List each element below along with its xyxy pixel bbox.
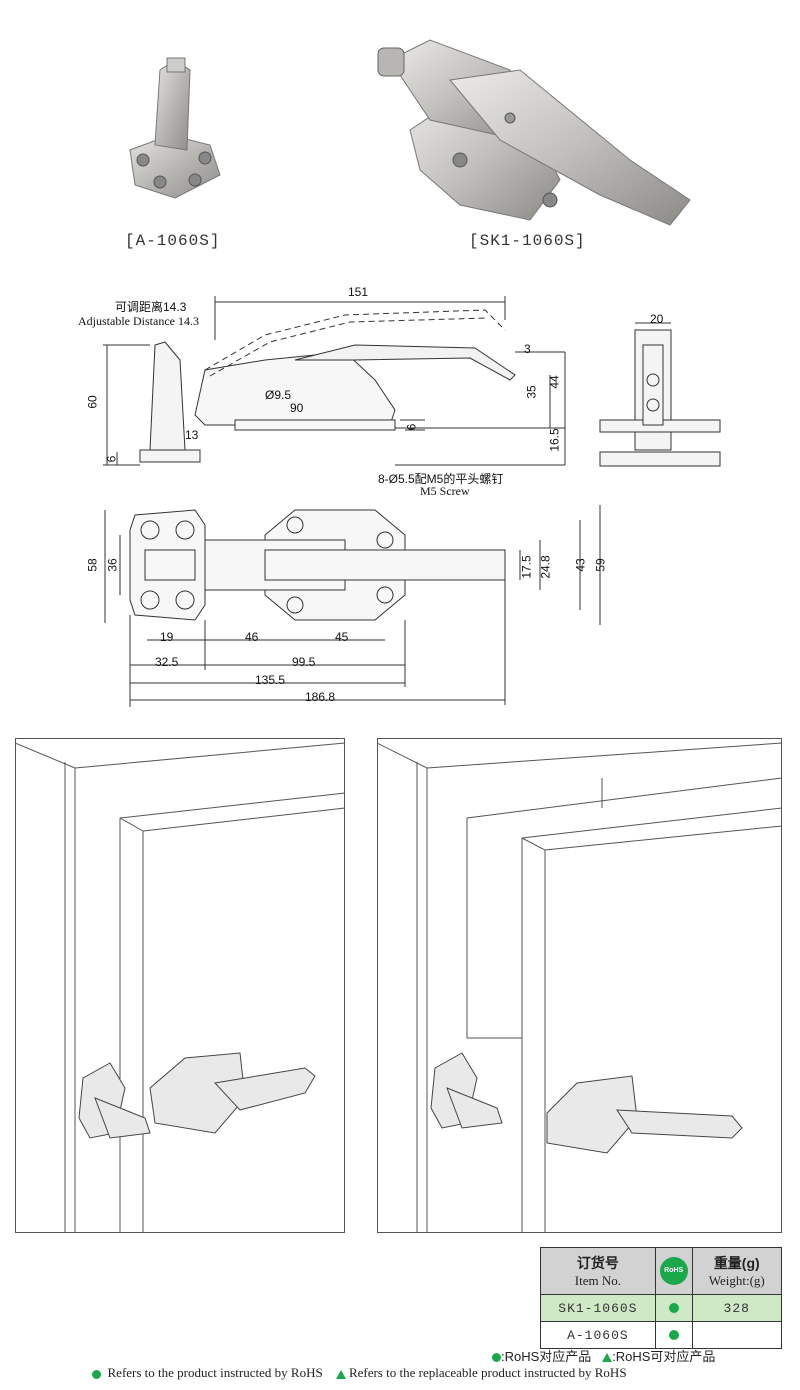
spec-table: 订货号 Item No. RoHS 重量(g) Weight:(g) SK1-1… xyxy=(540,1247,783,1349)
dim-24-8: 24.8 xyxy=(538,555,553,579)
dim-43: 43 xyxy=(573,558,588,572)
dim-99-5: 99.5 xyxy=(292,655,316,669)
dim-6-right: 6 xyxy=(404,423,419,431)
rohs-header: RoHS xyxy=(654,1247,693,1295)
dim-phi95: Ø9.5 xyxy=(265,388,292,402)
install-illustration-open xyxy=(377,738,782,1233)
product-photo-sk11060s xyxy=(377,39,691,226)
dim-13: 13 xyxy=(185,428,199,442)
dim-60: 60 xyxy=(85,395,100,409)
legend-triangle-icon xyxy=(335,1369,346,1379)
dim-59: 59 xyxy=(593,558,608,572)
top-view-drawing xyxy=(104,505,601,707)
dim-3: 3 xyxy=(524,342,531,356)
dim-19: 19 xyxy=(160,630,174,644)
product-label-a1060s: [A-1060S] xyxy=(125,232,221,250)
dim-6-bottom: 6 xyxy=(104,455,119,463)
legend-triangle-icon xyxy=(602,1353,613,1363)
weight-cell: 328 xyxy=(691,1294,783,1322)
dim-32-5: 32.5 xyxy=(155,655,179,669)
install-illustration-closed xyxy=(15,738,345,1233)
dim-44: 44 xyxy=(547,375,562,389)
item-no-cell: SK1-1060S xyxy=(540,1294,656,1322)
weight-header: 重量(g) Weight:(g) xyxy=(691,1247,783,1295)
dim-36: 36 xyxy=(105,558,120,572)
legend-en: Refers to the product instructed by RoHS… xyxy=(92,1365,627,1381)
rohs-badge-icon: RoHS xyxy=(659,1257,688,1285)
spec-table-header: 订货号 Item No. RoHS 重量(g) Weight:(g) xyxy=(540,1247,783,1295)
rohs-cell xyxy=(654,1294,693,1322)
side-view-drawing xyxy=(103,296,566,466)
dim-45: 45 xyxy=(335,630,349,644)
rohs-dot-icon xyxy=(668,1329,679,1340)
dim-46: 46 xyxy=(245,630,259,644)
table-row: A-1060S xyxy=(540,1321,783,1349)
dim-58: 58 xyxy=(85,558,100,572)
dim-35: 35 xyxy=(524,385,539,399)
rohs-cell xyxy=(654,1321,693,1349)
weight-cell xyxy=(691,1321,783,1349)
legend-dot-icon xyxy=(492,1353,501,1363)
screw-spec-cn: 8-Ø5.5配M5的平头螺钉 xyxy=(378,472,504,486)
item-no-cell: A-1060S xyxy=(540,1321,656,1349)
dim-151: 151 xyxy=(348,285,369,299)
screw-spec-en: M5 Screw xyxy=(420,484,470,498)
product-label-sk11060s: [SK1-1060S] xyxy=(469,232,586,250)
dim-90: 90 xyxy=(290,401,304,415)
table-row: SK1-1060S 328 xyxy=(540,1294,783,1322)
adjustable-distance-en: Adjustable Distance 14.3 xyxy=(78,314,199,328)
dim-17-5: 17.5 xyxy=(519,555,534,579)
dim-186-8: 186.8 xyxy=(305,690,336,704)
product-photo-a1060s xyxy=(129,57,221,199)
dim-135-5: 135.5 xyxy=(255,673,286,687)
adjustable-distance-cn: 可调距离14.3 xyxy=(115,300,187,314)
end-view-drawing xyxy=(599,322,721,467)
legend-dot-icon xyxy=(92,1369,101,1379)
rohs-dot-icon xyxy=(668,1302,679,1313)
legend-cn: :RoHS对应产品 :RoHS可对应产品 xyxy=(492,1346,715,1365)
item-no-header: 订货号 Item No. xyxy=(540,1247,656,1295)
dim-16-5: 16.5 xyxy=(547,428,562,452)
dim-20: 20 xyxy=(650,312,664,326)
